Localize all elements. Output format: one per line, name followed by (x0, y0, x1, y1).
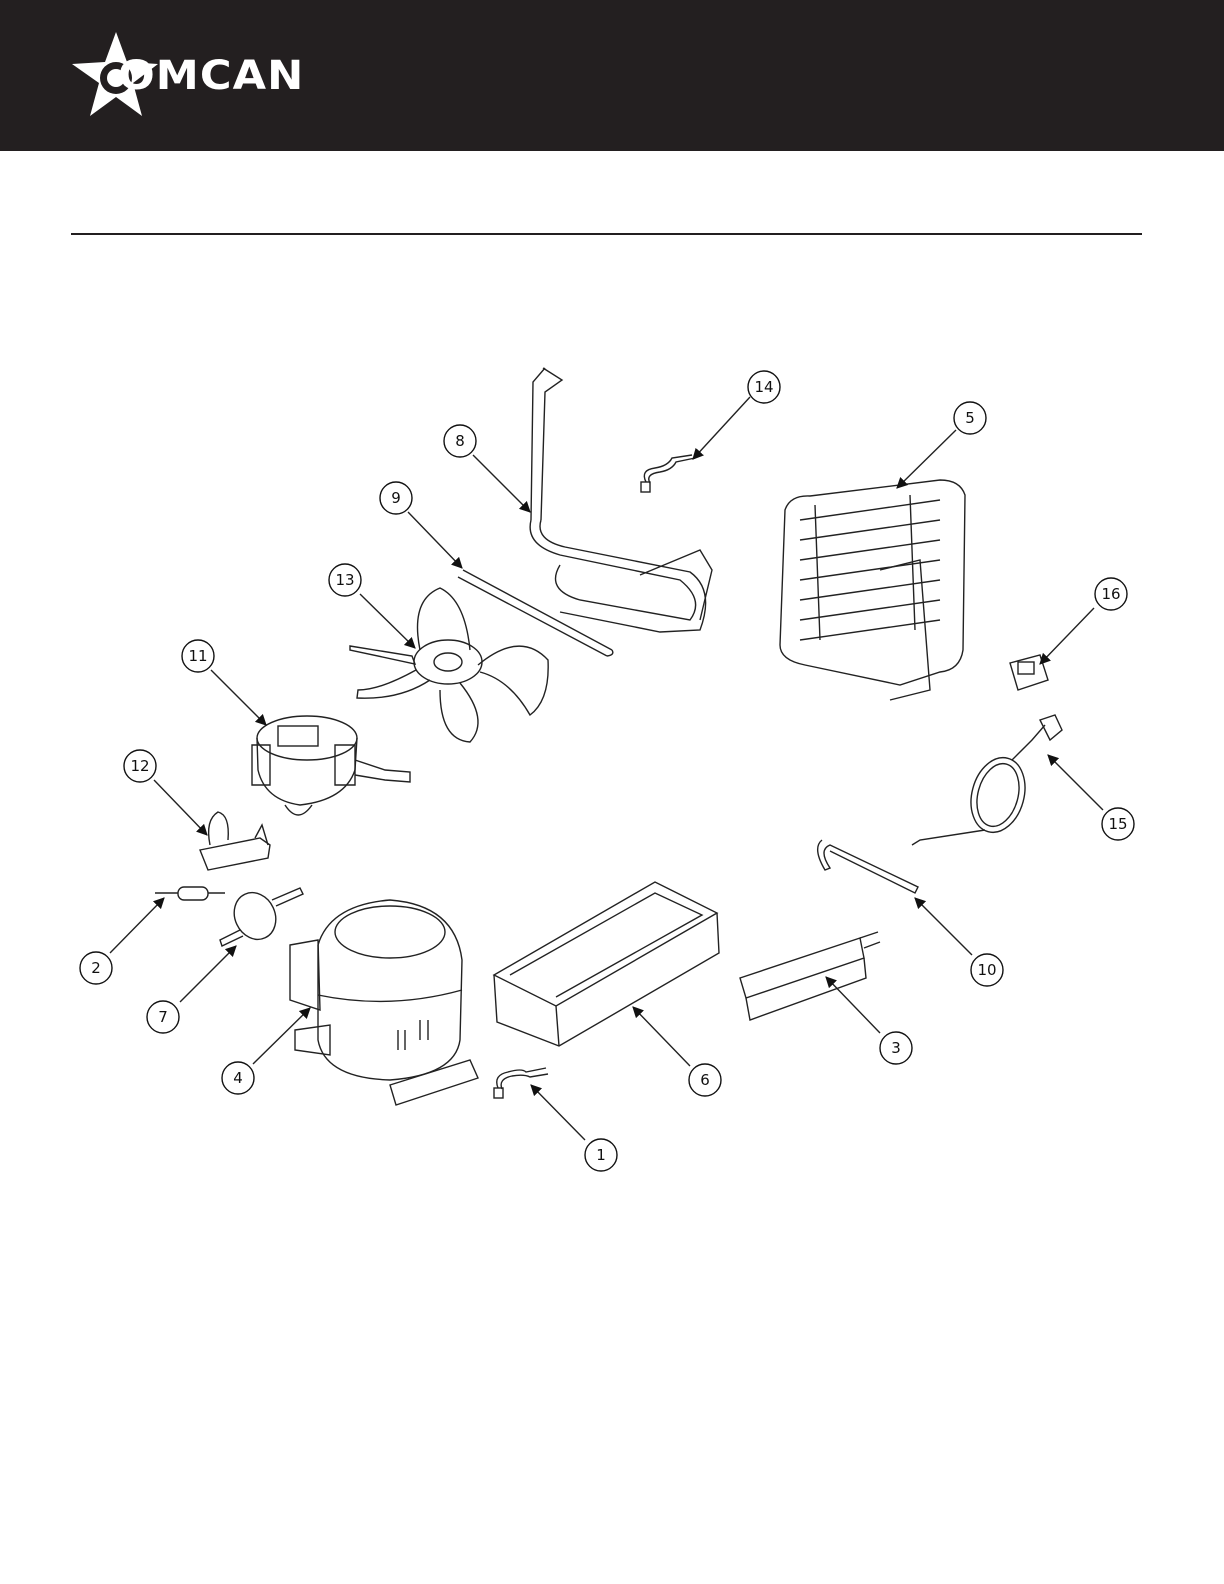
callout-7: 7 (147, 1001, 179, 1033)
callouts: 8 14 5 9 13 11 12 16 (80, 371, 1134, 1171)
callout-13-label: 13 (335, 571, 354, 589)
callout-2-label: 2 (91, 959, 101, 977)
callout-14: 14 (748, 371, 780, 403)
callout-5: 5 (954, 402, 986, 434)
part-5-condenser-coil (780, 480, 965, 700)
callout-16: 16 (1095, 578, 1127, 610)
callout-14-label: 14 (754, 378, 773, 396)
callout-16-label: 16 (1101, 585, 1120, 603)
callout-15-label: 15 (1108, 815, 1127, 833)
callout-12: 12 (124, 750, 156, 782)
leader-lines (110, 397, 1103, 1140)
callout-4-label: 4 (233, 1069, 243, 1087)
callout-13: 13 (329, 564, 361, 596)
part-2-filter-drier (155, 887, 225, 900)
part-8-evaporator-tube (530, 368, 712, 632)
part-14-wire-harness (641, 455, 695, 492)
part-3-heater-bar (740, 932, 880, 1020)
callout-10-label: 10 (977, 961, 996, 979)
callout-9-label: 9 (391, 489, 401, 507)
part-9-capillary-rod (458, 570, 613, 656)
callout-5-label: 5 (965, 409, 975, 427)
part-13-fan-blade (350, 588, 548, 742)
part-6-drip-tray (494, 882, 719, 1046)
callout-3: 3 (880, 1032, 912, 1064)
part-11-fan-motor (252, 716, 410, 815)
part-15-thermostat (912, 715, 1062, 845)
callout-1: 1 (585, 1139, 617, 1171)
callout-6: 6 (689, 1064, 721, 1096)
callout-6-label: 6 (700, 1071, 710, 1089)
callout-8-label: 8 (455, 432, 465, 450)
part-12-bracket (200, 812, 270, 870)
callout-2: 2 (80, 952, 112, 984)
callout-7-label: 7 (158, 1008, 168, 1026)
callout-8: 8 (444, 425, 476, 457)
callout-9: 9 (380, 482, 412, 514)
callout-11: 11 (182, 640, 214, 672)
callout-15: 15 (1102, 808, 1134, 840)
part-10-hook-rod (818, 840, 918, 893)
callout-10: 10 (971, 954, 1003, 986)
part-16-switch (1010, 655, 1048, 690)
callout-3-label: 3 (891, 1039, 901, 1057)
callout-11-label: 11 (188, 647, 207, 665)
part-7-accumulator (220, 886, 303, 946)
part-4-compressor (290, 900, 478, 1105)
callout-1-label: 1 (596, 1146, 606, 1164)
callout-12-label: 12 (130, 757, 149, 775)
callout-4: 4 (222, 1062, 254, 1094)
